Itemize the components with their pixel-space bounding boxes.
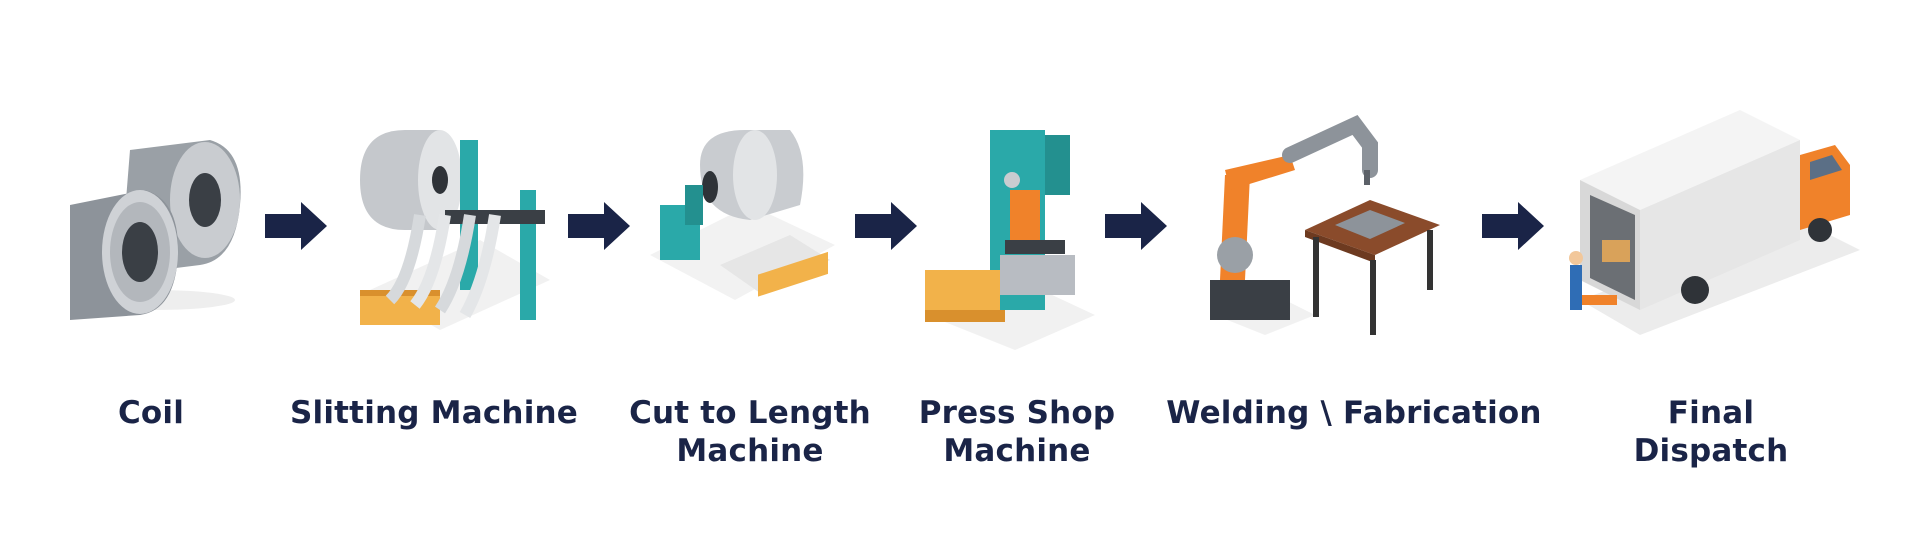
delivery-truck-icon xyxy=(1569,110,1860,335)
right-arrow-icon xyxy=(568,202,630,250)
step-label-welding-fabrication: Welding \ Fabrication xyxy=(1166,395,1542,431)
slitting-machine-icon xyxy=(360,130,550,330)
right-arrow-icon xyxy=(1482,202,1544,250)
steel-coil-icon xyxy=(70,140,241,320)
press-shop-machine-icon xyxy=(925,130,1095,350)
cut-to-length-machine-icon xyxy=(650,130,835,300)
step-label-final-dispatch: Final Dispatch xyxy=(1633,395,1789,469)
step-label-cut-to-length-machine: Cut to Length Machine xyxy=(629,395,871,469)
right-arrow-icon xyxy=(855,202,917,250)
right-arrow-icon xyxy=(265,202,327,250)
right-arrow-icon xyxy=(1105,202,1167,250)
welding-robot-icon xyxy=(1210,115,1440,335)
step-label-press-shop-machine: Press Shop Machine xyxy=(918,395,1116,469)
step-label-coil: Coil xyxy=(117,395,185,431)
step-label-slitting-machine: Slitting Machine xyxy=(289,395,579,431)
